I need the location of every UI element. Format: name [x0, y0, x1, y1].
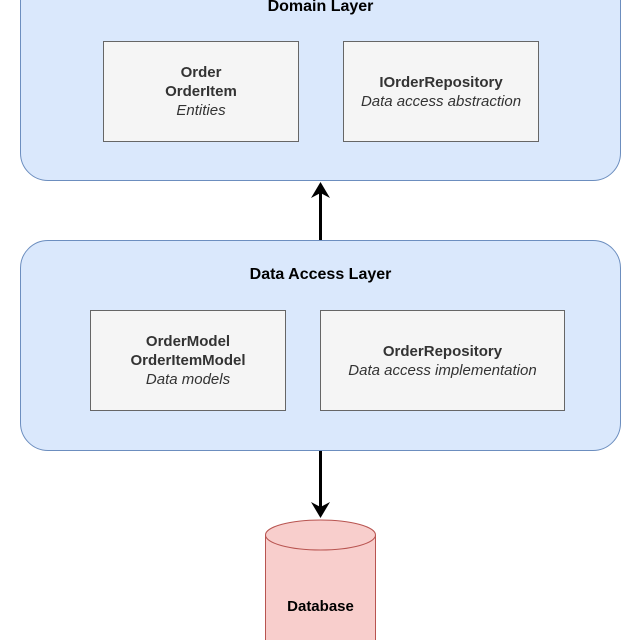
- data-access-layer-title: Data Access Layer: [249, 266, 392, 283]
- database-label: Database: [287, 598, 354, 615]
- entity-order: Order: [180, 64, 222, 81]
- repository-implementation-name: OrderRepository: [382, 342, 503, 360]
- model-order: OrderModel: [145, 333, 231, 350]
- data-access-layer: Data Access Layer OrderModel OrderItemMo…: [20, 240, 621, 451]
- repository-interface-name: IOrderRepository: [379, 73, 503, 91]
- repository-interface-description: Data access abstraction: [360, 92, 522, 110]
- data-models-box: OrderModel OrderItemModel Data models: [90, 310, 286, 411]
- arrow-data-access-to-domain: [311, 182, 330, 240]
- repository-implementation-box: OrderRepository Data access implementati…: [320, 310, 565, 411]
- repository-interface-box: IOrderRepository Data access abstraction: [343, 41, 539, 142]
- model-order-item: OrderItemModel: [130, 352, 246, 369]
- arrow-data-access-to-database: [311, 451, 330, 518]
- data-models-description: Data models: [145, 371, 231, 388]
- entities-box: Order OrderItem Entities: [103, 41, 299, 142]
- domain-layer: Domain Layer Order OrderItem Entities IO…: [20, 0, 621, 181]
- domain-layer-title: Domain Layer: [267, 0, 374, 15]
- entities-description: Entities: [176, 102, 226, 119]
- entity-order-item: OrderItem: [165, 83, 237, 100]
- repository-implementation-description: Data access implementation: [348, 361, 537, 379]
- database-cylinder: [265, 519, 376, 640]
